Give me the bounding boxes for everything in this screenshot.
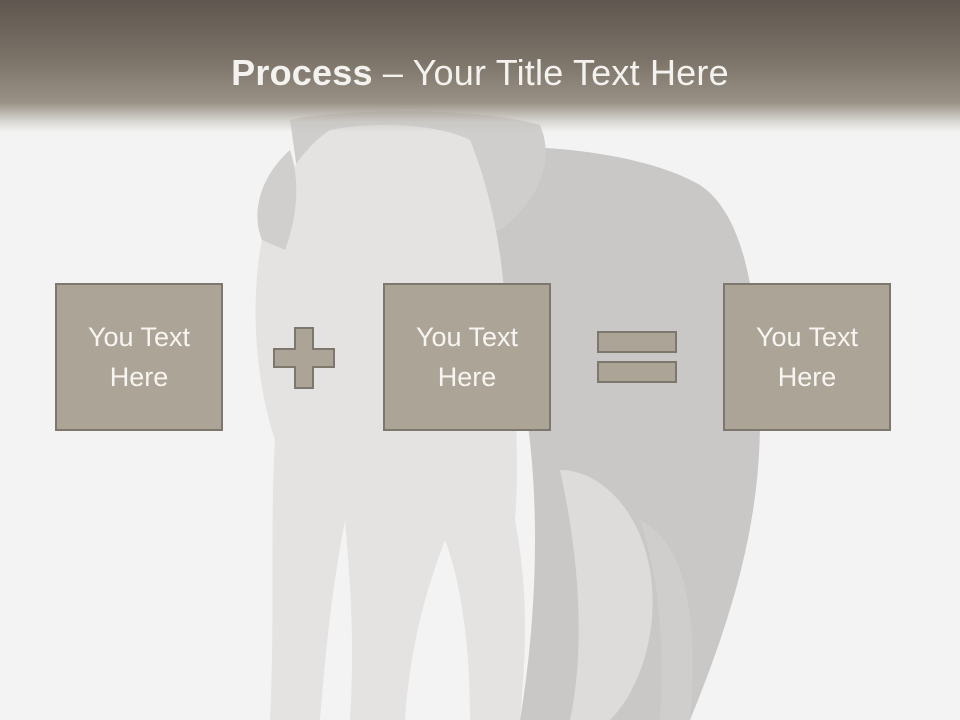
title-bar (0, 0, 960, 132)
process-box-1[interactable]: You Text Here (55, 283, 223, 431)
title-bold: Process (231, 52, 373, 93)
title-rest: – Your Title Text Here (372, 52, 729, 93)
process-box-2-text: You Text Here (415, 322, 519, 392)
process-box-3-text: You Text Here (755, 322, 859, 392)
plus-icon (273, 327, 335, 389)
process-box-3[interactable]: You Text Here (723, 283, 891, 431)
equals-icon (597, 331, 677, 383)
process-box-2[interactable]: You Text Here (383, 283, 551, 431)
process-box-1-text: You Text Here (87, 322, 191, 392)
slide-title[interactable]: Process – Your Title Text Here (0, 52, 960, 94)
